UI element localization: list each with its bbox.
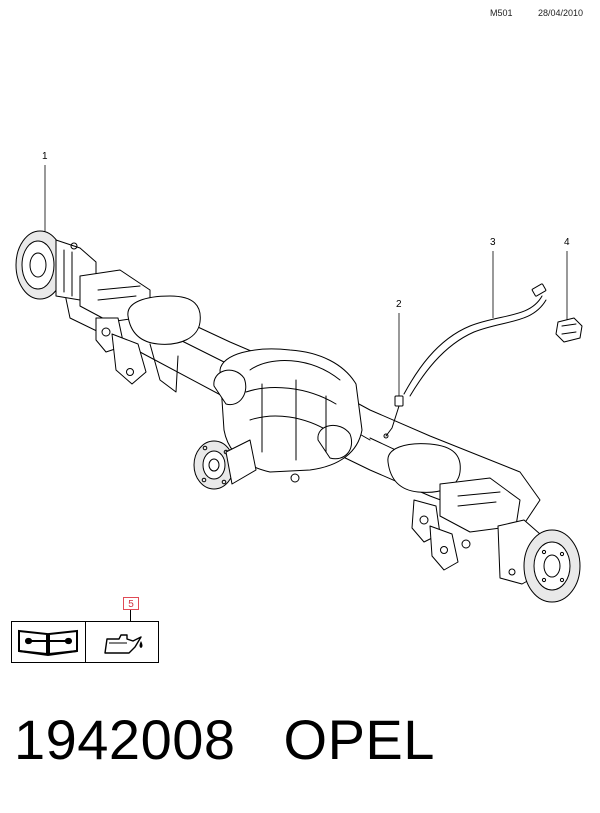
- differential-carrier: [213, 348, 363, 483]
- legend-callout-5[interactable]: 5: [123, 597, 139, 610]
- oil-can-icon: [104, 634, 143, 654]
- service-legend: [11, 621, 159, 663]
- legend-cell-manual: [12, 622, 85, 662]
- legend-leader: [130, 610, 131, 621]
- hose-clip: [555, 317, 583, 343]
- right-hub: [497, 519, 581, 603]
- pinion-flange: [193, 439, 257, 490]
- callout-3[interactable]: 3: [490, 237, 496, 248]
- legend-cell-oil: [84, 622, 159, 662]
- left-spring-pad: [127, 295, 201, 345]
- diagram-code: M501: [490, 8, 513, 18]
- callout-2[interactable]: 2: [396, 299, 402, 310]
- callout-1[interactable]: 1: [42, 151, 48, 162]
- repair-manual-icon: [18, 629, 79, 657]
- brand-name: OPEL: [283, 708, 435, 771]
- callout-4[interactable]: 4: [564, 237, 570, 248]
- axle-housing: [15, 230, 581, 603]
- diagram-date: 28/04/2010: [538, 8, 584, 18]
- right-spring-seat: [411, 477, 521, 571]
- part-number: 1942008: [14, 708, 236, 771]
- breather-fitting: [383, 395, 404, 439]
- right-spring-pad: [387, 443, 461, 493]
- breather-hose: [403, 283, 547, 397]
